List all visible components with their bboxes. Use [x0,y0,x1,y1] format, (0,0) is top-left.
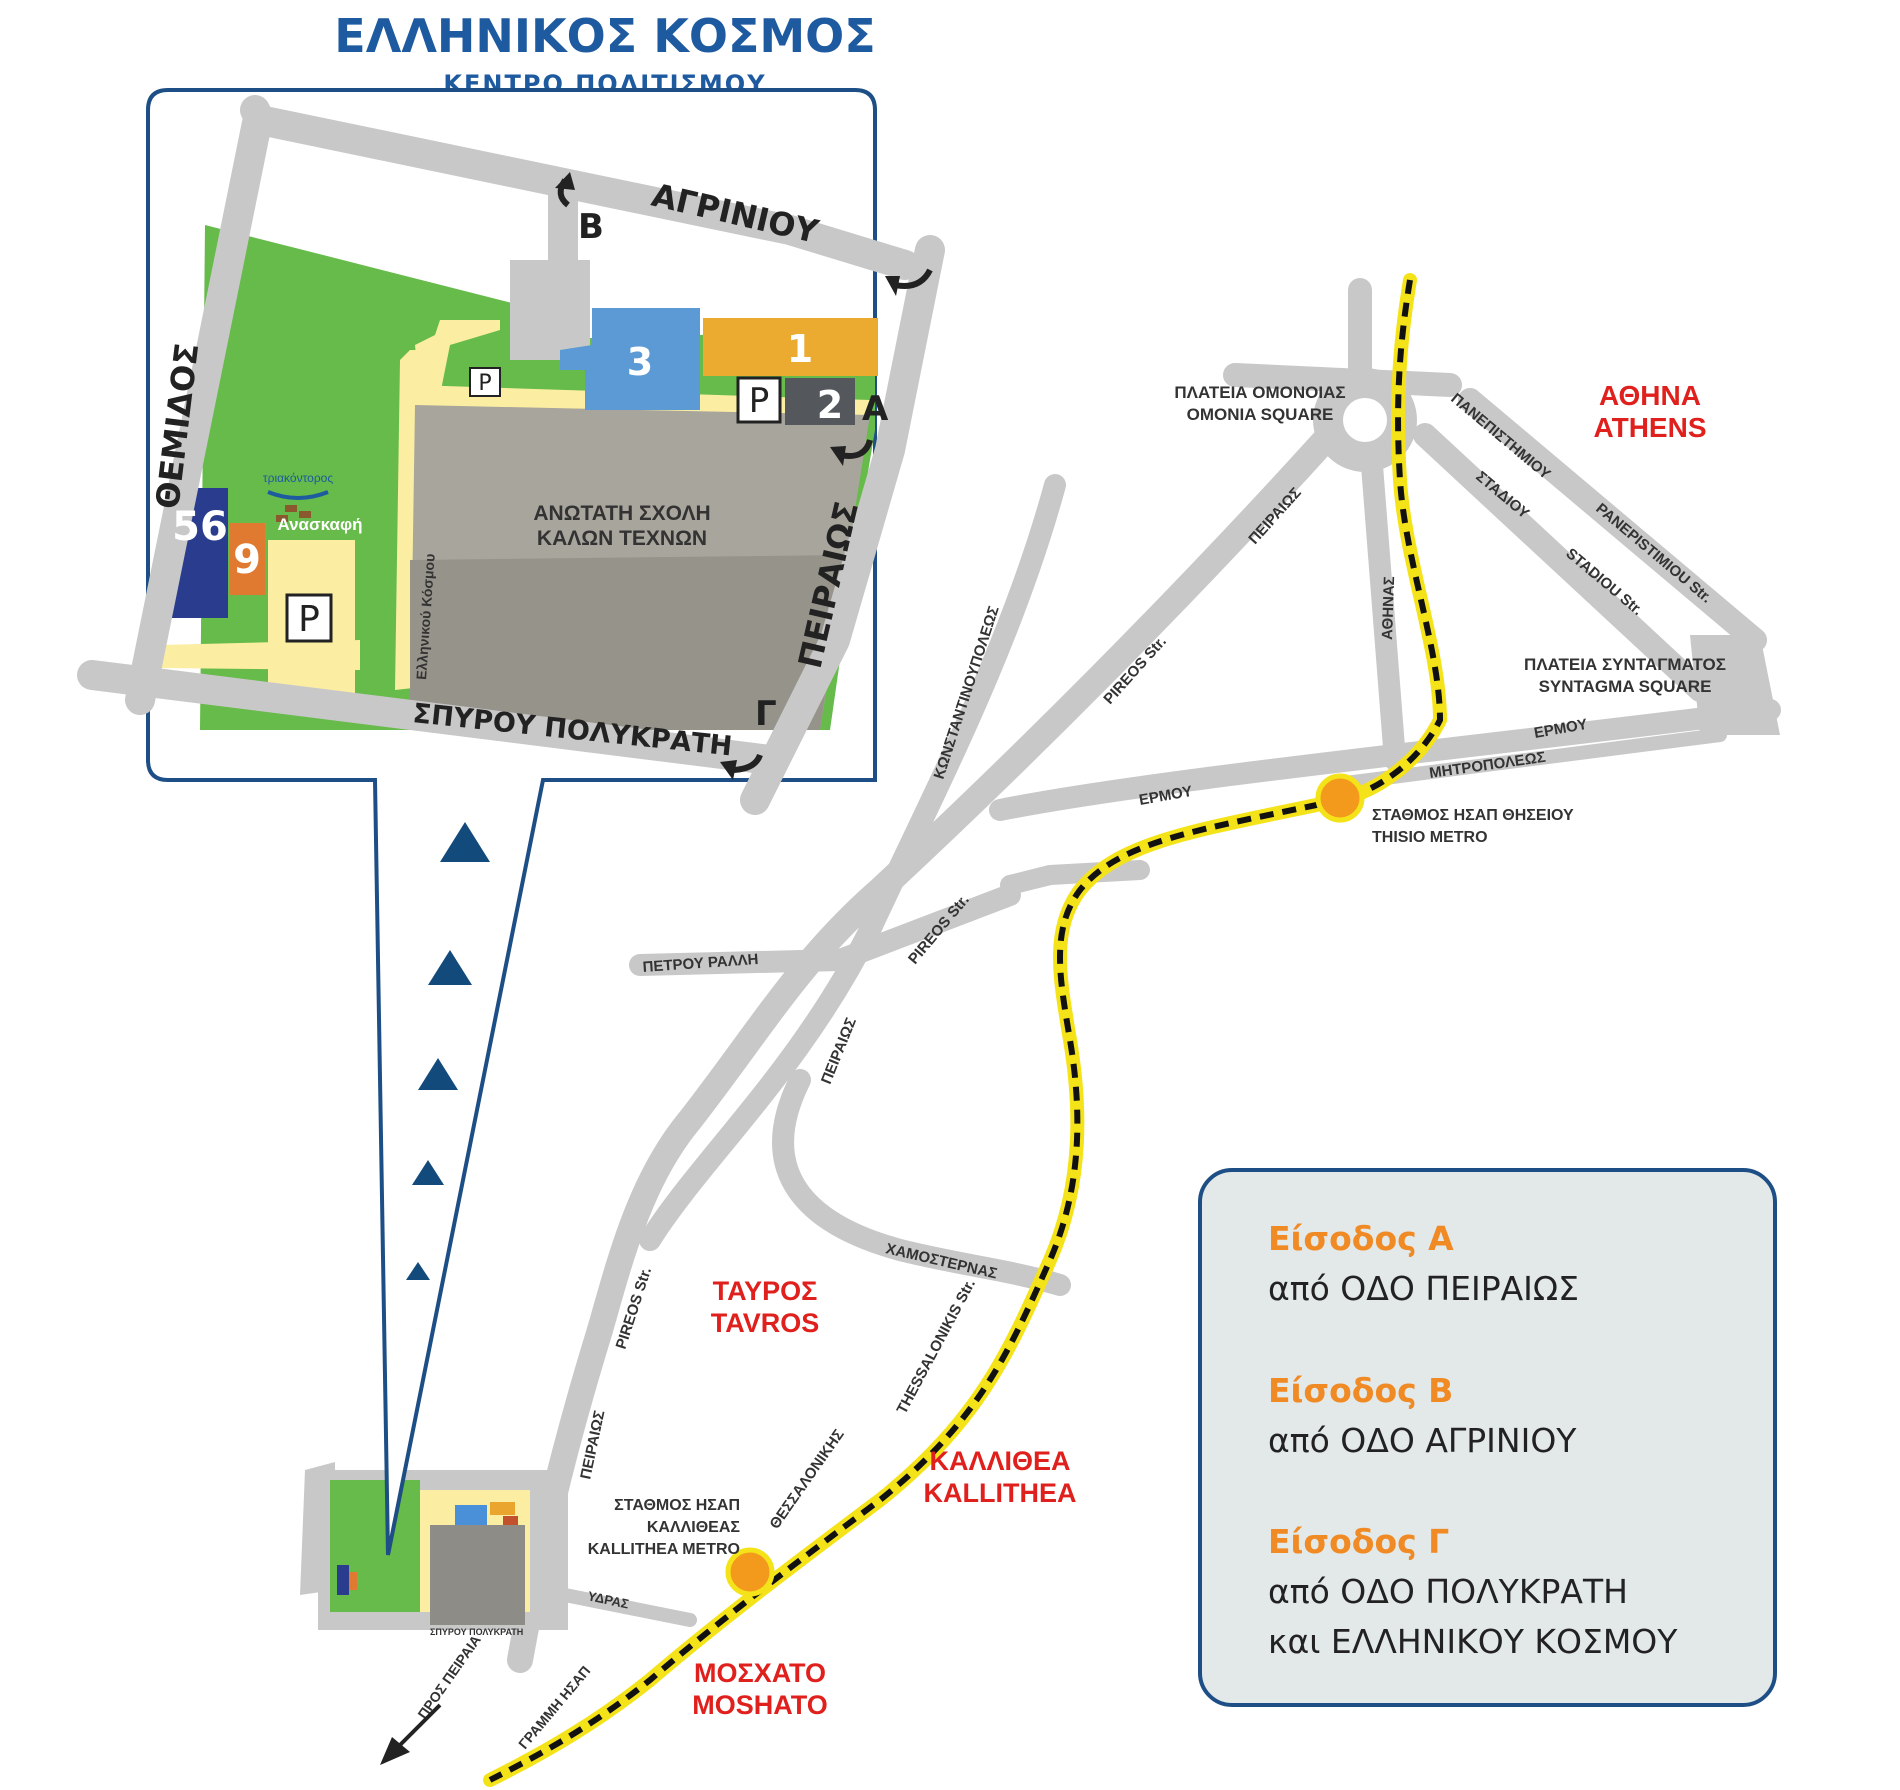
arrowhead-icon [885,276,900,296]
pros-peiraia-arrow-icon [380,1737,410,1765]
entrance-b-label: Β [578,207,604,247]
entrance-a-label: Α [862,389,889,429]
street-athinas: ΑΘΗΝΑΣ [1379,576,1398,640]
mini-site-map: ΣΠΥΡΟΥ ΠΟΛΥΚΡΑΤΗ [300,1462,568,1637]
pros-peiraia-arrow-shaft [393,1703,442,1752]
kallithea-label-gr: ΚΑΛΛΙΘΕΑ [929,1446,1070,1476]
building-9 [230,523,265,595]
building-3 [560,308,700,410]
page-title: ΕΛΛΗΝΙΚΟΣ ΚΟΣΜΟΣ [334,9,875,63]
omonia-roundabout-center [1343,398,1387,442]
kallithea-station-line1: ΣΤΑΘΜΟΣ ΗΣΑΠ [614,1497,740,1514]
kallithea-station-en: KALLITHEA METRO [588,1541,740,1558]
arrowhead-icon [830,446,846,466]
legend-box [1198,1168,1777,1707]
omonia-label-en: OMONIA SQUARE [1187,405,1334,424]
street-thessalonikis-gr: ΘΕΣΣΑΛΟΝΙΚΗΣ [766,1426,847,1532]
building-1 [703,318,878,376]
road-petrou-ralli [629,884,1021,976]
kallithea-station-line2: ΚΑΛΛΙΘΕΑΣ [647,1519,741,1536]
road-polykrati [77,660,785,775]
school-label-line1: ΑΝΩΤΑΤΗ ΣΧΟΛΗ [533,502,710,525]
road-pireos-main [587,427,1338,1343]
arrowhead-icon [720,760,737,780]
svg-text:P: P [749,381,770,421]
thisio-label-en: THISIO METRO [1372,829,1488,846]
direction-triangle-icon [440,822,490,862]
road-chamosternas [772,1069,1071,1296]
road-spur [1000,860,1150,895]
syntagma-label-gr: ΠΛΑΤΕΙΑ ΣΥΝΤΑΓΜΑΤΟΣ [1524,655,1726,674]
mini-polykrati-label: ΣΠΥΡΟΥ ΠΟΛΥΚΡΑΤΗ [430,1627,523,1637]
entrance-b-plaza [510,260,590,360]
road-panepistimiou [1458,388,1767,652]
athens-label-gr: ΑΘΗΝΑ [1599,380,1701,411]
trireme-icon [267,490,329,500]
omonia-label-gr: ΠΛΑΤΕΙΑ ΟΜΟΝΟΙΑΣ [1174,383,1345,402]
svg-text:P: P [478,371,491,396]
excavation-icon [276,505,311,522]
street-thessalonikis-en: THESSALONIKIS Str. [894,1276,979,1416]
building-56-label: 56 [172,504,228,550]
moschato-label-gr: ΜΟΣΧΑΤΟ [694,1658,826,1688]
legend-entry-b-head: Είσοδος Β [1268,1371,1453,1410]
legend-entry-g-head: Είσοδος Γ [1268,1522,1449,1561]
building-2 [785,378,855,425]
parking-sign-main: P [736,376,782,424]
parking-icon [736,376,782,424]
direction-triangle-icon [418,1058,458,1090]
moschato-label-en: MOSHATO [692,1690,828,1720]
athens-label-en: ATHENS [1593,412,1706,443]
building-3-label: 3 [627,340,653,384]
parking-icon [469,367,501,397]
legend-entry-g-text-1: από ΟΔΟ ΠΟΛΥΚΡΑΤΗ [1268,1572,1628,1611]
legend-entry-a-text: από ΟΔΟ ΠΕΙΡΑΙΩΣ [1268,1269,1579,1308]
school-label-line2: ΚΑΛΩΝ ΤΕΧΝΩΝ [537,527,707,550]
trireme-label: τριακόντορος [263,471,333,485]
parking-sign-lower: P [285,593,333,643]
tavros-label-gr: ΤΑΥΡΟΣ [713,1276,818,1306]
map-labels: ΠΛΑΤΕΙΑ ΟΜΟΝΟΙΑΣ OMONIA SQUARE ΑΘΗΝΑ ATH… [414,380,1726,1752]
thisio-station-marker [1315,773,1365,823]
road-konstantinoupoleos [639,474,1066,1251]
inset-site-map [77,95,945,815]
building-9-label: 9 [233,537,261,583]
building-2-label: 2 [817,383,843,427]
arrowhead-icon [555,172,575,190]
direction-triangle-icon [428,950,472,985]
building-1-label: 1 [787,327,813,371]
legend-entry-a-head: Είσοδος Α [1268,1219,1454,1258]
svg-text:P: P [298,599,320,640]
road-athinas [1359,429,1406,771]
thisio-label-gr: ΣΤΑΘΜΟΣ ΗΣΑΠ ΘΗΣΕΙΟΥ [1372,807,1574,824]
legend-entry-b-text: από ΟΔΟ ΑΓΡΙΝΙΟΥ [1268,1421,1577,1460]
syntagma-label-en: SYNTAGMA SQUARE [1539,677,1712,696]
kallithea-station-marker [725,1547,775,1597]
excavation-label: Ανασκαφή [277,515,362,534]
direction-triangle-icon [412,1160,444,1185]
entrance-agriniou-arrow-icon [894,268,933,289]
road-stadiou [1413,423,1712,702]
road-network [507,278,1781,1673]
direction-triangle-icon [406,1262,430,1280]
entrance-g-label: Γ [755,694,777,734]
parking-sign-small: P [469,367,501,397]
street-pros-peiraia: ΠΡΟΣ ΠΕΙΡΑΙΑ [414,1632,484,1722]
road-ermou [989,699,1781,821]
direction-arrows [406,822,490,1280]
legend-entry-g-text-2: και ΕΛΛΗΝΙΚΟΥ ΚΟΣΜΟΥ [1268,1622,1678,1661]
road-themidos [125,103,273,715]
kallithea-label-en: KALLITHEA [924,1478,1077,1508]
tavros-label-en: TAVROS [711,1308,820,1338]
road-peiraios-inset [740,235,945,815]
parking-icon [285,593,333,643]
